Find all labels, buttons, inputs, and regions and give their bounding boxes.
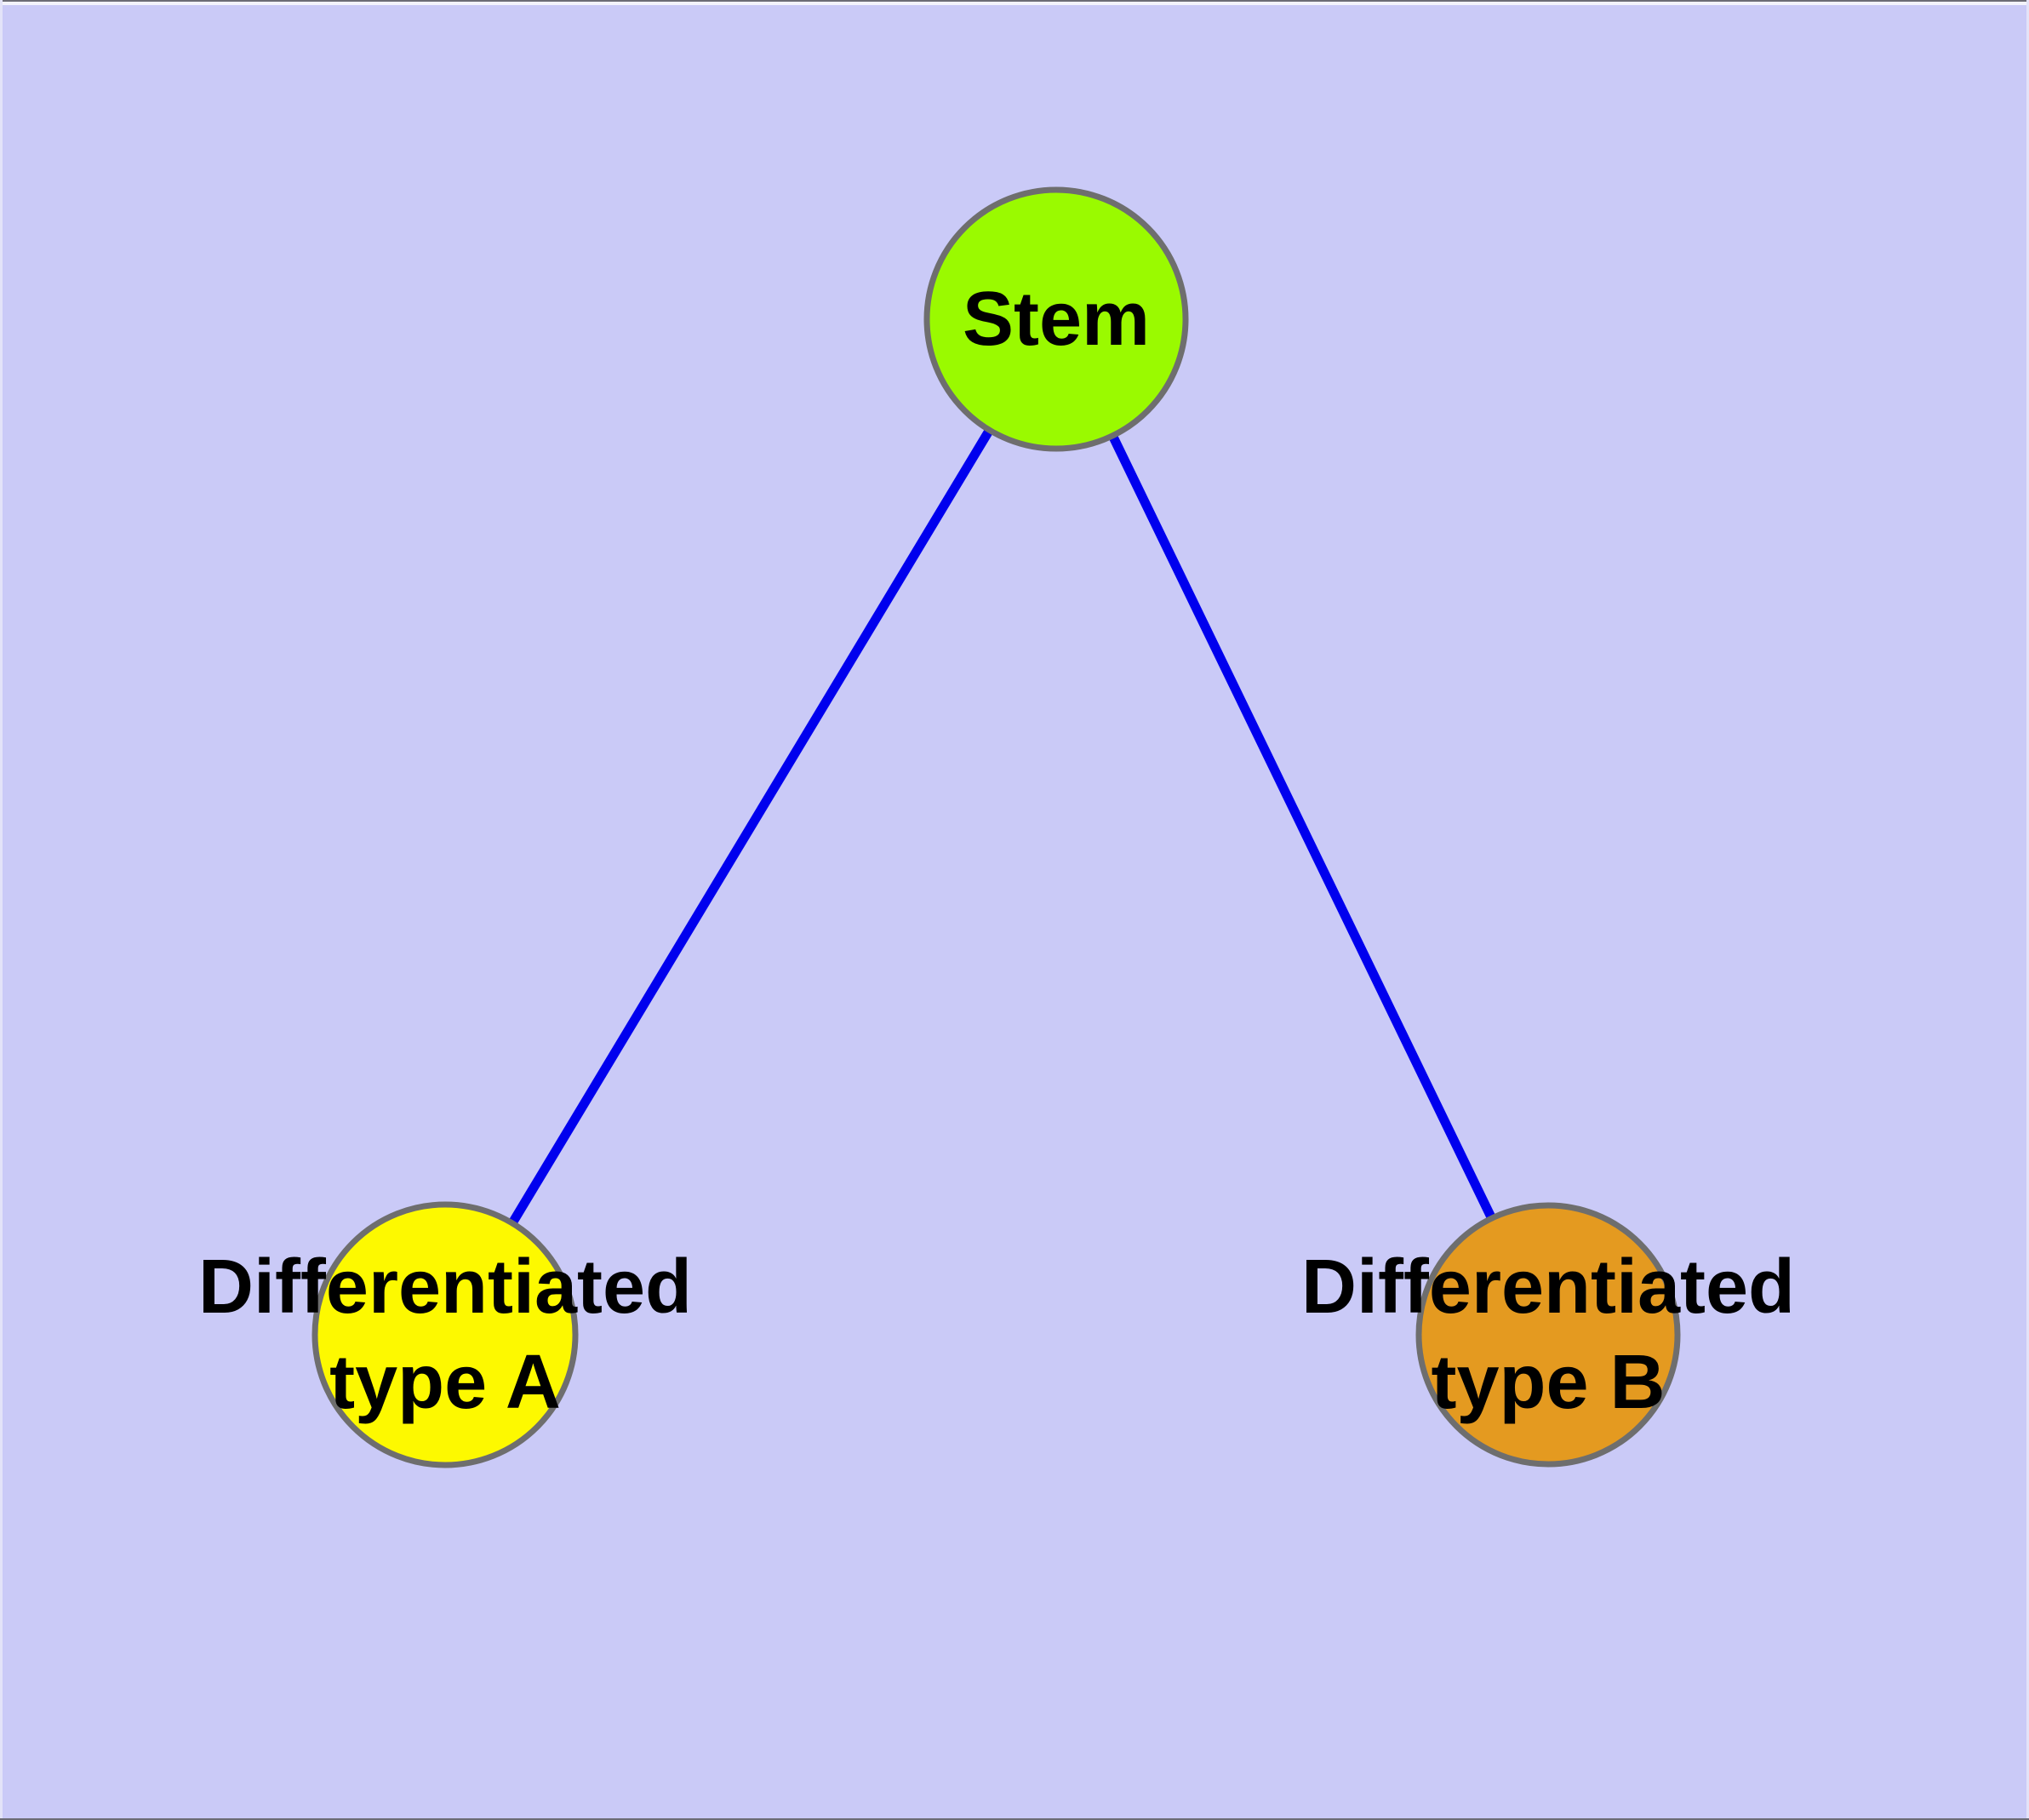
node-differentiated-type-a-circle xyxy=(311,1201,579,1468)
canvas-top-highlight-line xyxy=(0,2,2029,5)
node-differentiated-type-a-label-line-2: type A xyxy=(329,1340,561,1425)
node-stem-label-line-1: Stem xyxy=(963,277,1150,362)
canvas-right-highlight-line xyxy=(2026,0,2029,1820)
canvas-bottom-border-line xyxy=(0,1818,2029,1820)
edge-stem-to-differentiated-type-a xyxy=(508,427,994,1226)
canvas-left-highlight-line xyxy=(0,0,3,1820)
node-differentiated-type-b-circle xyxy=(1415,1202,1681,1468)
edge-stem-to-differentiated-type-b xyxy=(1108,433,1496,1221)
node-stem-circle xyxy=(923,186,1189,452)
canvas-top-border-line xyxy=(0,0,2029,2)
node-differentiated-type-a-label-line-1: Differentiated xyxy=(198,1245,692,1330)
node-differentiated-type-b-label-line-2: type B xyxy=(1431,1340,1665,1425)
node-differentiated-type-b-label-line-1: Differentiated xyxy=(1301,1245,1795,1330)
